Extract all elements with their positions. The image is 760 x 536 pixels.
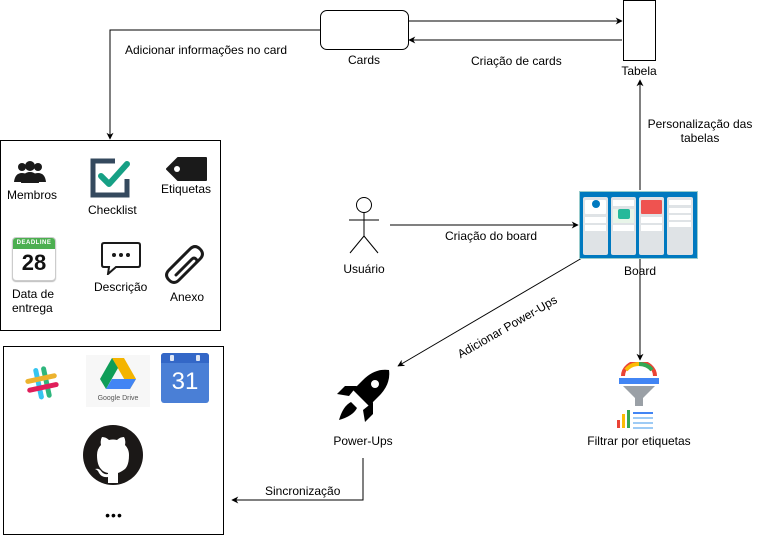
tag-icon [166,157,207,181]
edge-label-personalizacao: Personalização das tabelas [647,117,753,145]
more-indicator: ••• [105,507,123,523]
github-icon [83,425,143,485]
board-column [639,197,664,255]
google-drive-logo [100,358,136,389]
power-ups-label: Power-Ups [333,434,393,448]
tabela-node [623,0,656,61]
edge-board-to-powerups [397,257,583,367]
checklist-icon [90,158,130,198]
person-icon [349,197,379,254]
tabela-label: Tabela [621,64,657,78]
cards-label: Cards [347,53,380,67]
feature-descricao-label: Descrição [94,280,148,294]
calendar-badge: DEADLINE [13,238,55,249]
board-screenshot-icon [579,191,698,259]
feature-membros-label: Membros [7,188,58,202]
edge-label-criacao-board: Criação do board [445,229,538,243]
board-label: Board [623,264,657,278]
edge-label-sincronizacao: Sincronização [265,484,341,498]
feature-checklist-label: Checklist [88,203,137,217]
card-features-box: Membros Checklist Etiquetas DEADLINE 28 … [0,140,221,331]
filtrar-label: Filtrar por etiquetas [587,434,691,448]
board-column [611,197,636,255]
integrations-box: Google Drive 31 ••• [3,346,224,535]
edge-powerups-to-integrations [231,458,364,504]
edge-label-adicionar-info: Adicionar informações no card [125,43,288,57]
slack-icon [25,366,59,400]
board-column [667,197,693,255]
google-calendar-day: 31 [171,368,199,395]
board-column [583,197,608,255]
rocket-icon [337,369,390,422]
calendar-day: 28 [21,250,47,275]
speech-bubble-icon [101,242,141,275]
google-drive-caption: Google Drive [97,395,139,402]
members-icon [14,161,46,183]
edge-label-criacao-cards: Criação de cards [471,54,562,68]
google-calendar-icon: 31 [161,353,209,403]
paperclip-icon [165,245,204,284]
google-drive-icon: Google Drive [86,355,150,407]
edge-cards-to-features [106,29,320,140]
cards-node [320,10,409,50]
feature-anexo-label: Anexo [170,290,205,304]
feature-etiquetas-label: Etiquetas [161,182,212,196]
feature-data-entrega-label: Data de entrega [12,287,55,315]
filter-funnel-icon [617,362,659,429]
usuario-label: Usuário [343,262,385,276]
calendar-icon: DEADLINE 28 [12,237,56,281]
